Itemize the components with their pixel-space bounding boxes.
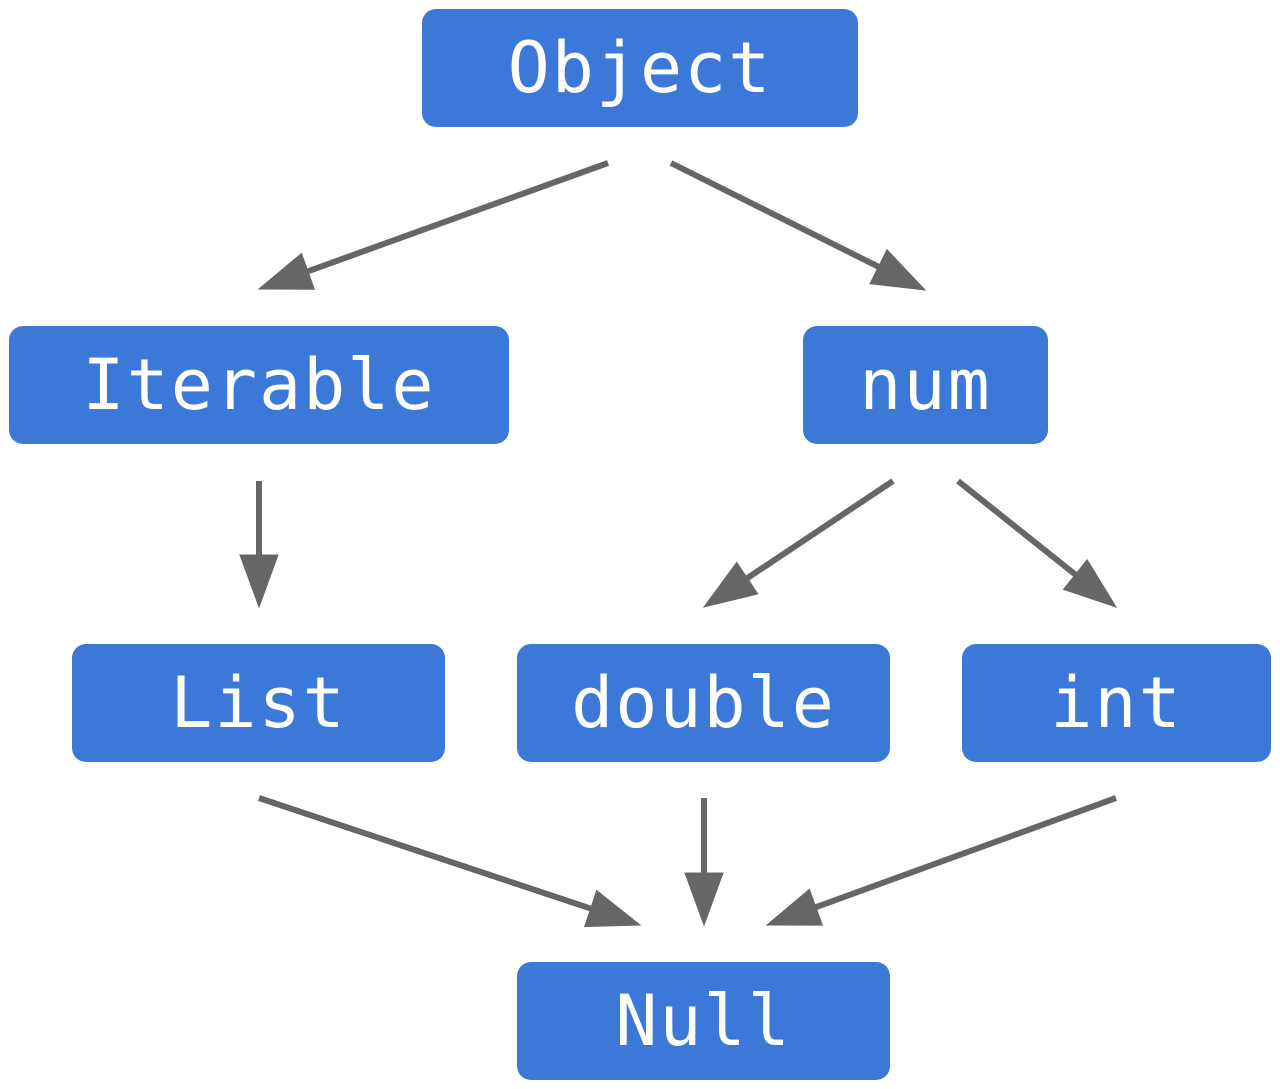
arrow-num-to-double-head [702, 561, 759, 608]
arrow-num-to-double-shaft [742, 478, 895, 583]
arrow-int-to-null [765, 795, 1118, 926]
node-list: List [72, 644, 445, 762]
arrow-list-to-null [258, 795, 642, 928]
arrow-object-to-iterable-shaft [303, 160, 610, 276]
arrow-list-to-null-head [583, 889, 642, 928]
arrow-iterable-to-list [239, 481, 279, 609]
node-int-label: int [1050, 662, 1183, 744]
arrow-object-to-num-head [869, 248, 927, 291]
node-object: Object [422, 9, 858, 127]
arrow-iterable-to-list-head [239, 554, 279, 609]
arrow-double-to-null-head [684, 872, 724, 927]
node-double-label: double [571, 662, 836, 744]
node-iterable: Iterable [9, 326, 509, 444]
arrow-double-to-null [684, 798, 724, 927]
arrow-object-to-num-shaft [669, 160, 884, 272]
arrow-object-to-iterable [257, 160, 610, 290]
node-null: Null [517, 962, 890, 1080]
arrow-list-to-null-shaft [258, 795, 596, 913]
arrow-object-to-iterable-head [257, 252, 316, 290]
node-num-label: num [859, 344, 992, 426]
arrow-num-to-double [702, 478, 895, 608]
node-iterable-label: Iterable [82, 344, 436, 426]
node-num: num [803, 326, 1048, 444]
arrow-object-to-num [669, 160, 927, 291]
node-object-label: Object [507, 27, 773, 109]
node-null-label: Null [615, 980, 792, 1062]
arrow-num-to-int [956, 478, 1118, 608]
arrow-num-to-int-shaft [956, 478, 1081, 580]
arrow-num-to-int-head [1062, 558, 1118, 608]
arrow-int-to-null-shaft [811, 795, 1118, 912]
arrow-int-to-null-head [765, 888, 824, 926]
node-int: int [962, 644, 1271, 762]
node-double: double [517, 644, 890, 762]
node-list-label: List [170, 662, 347, 744]
